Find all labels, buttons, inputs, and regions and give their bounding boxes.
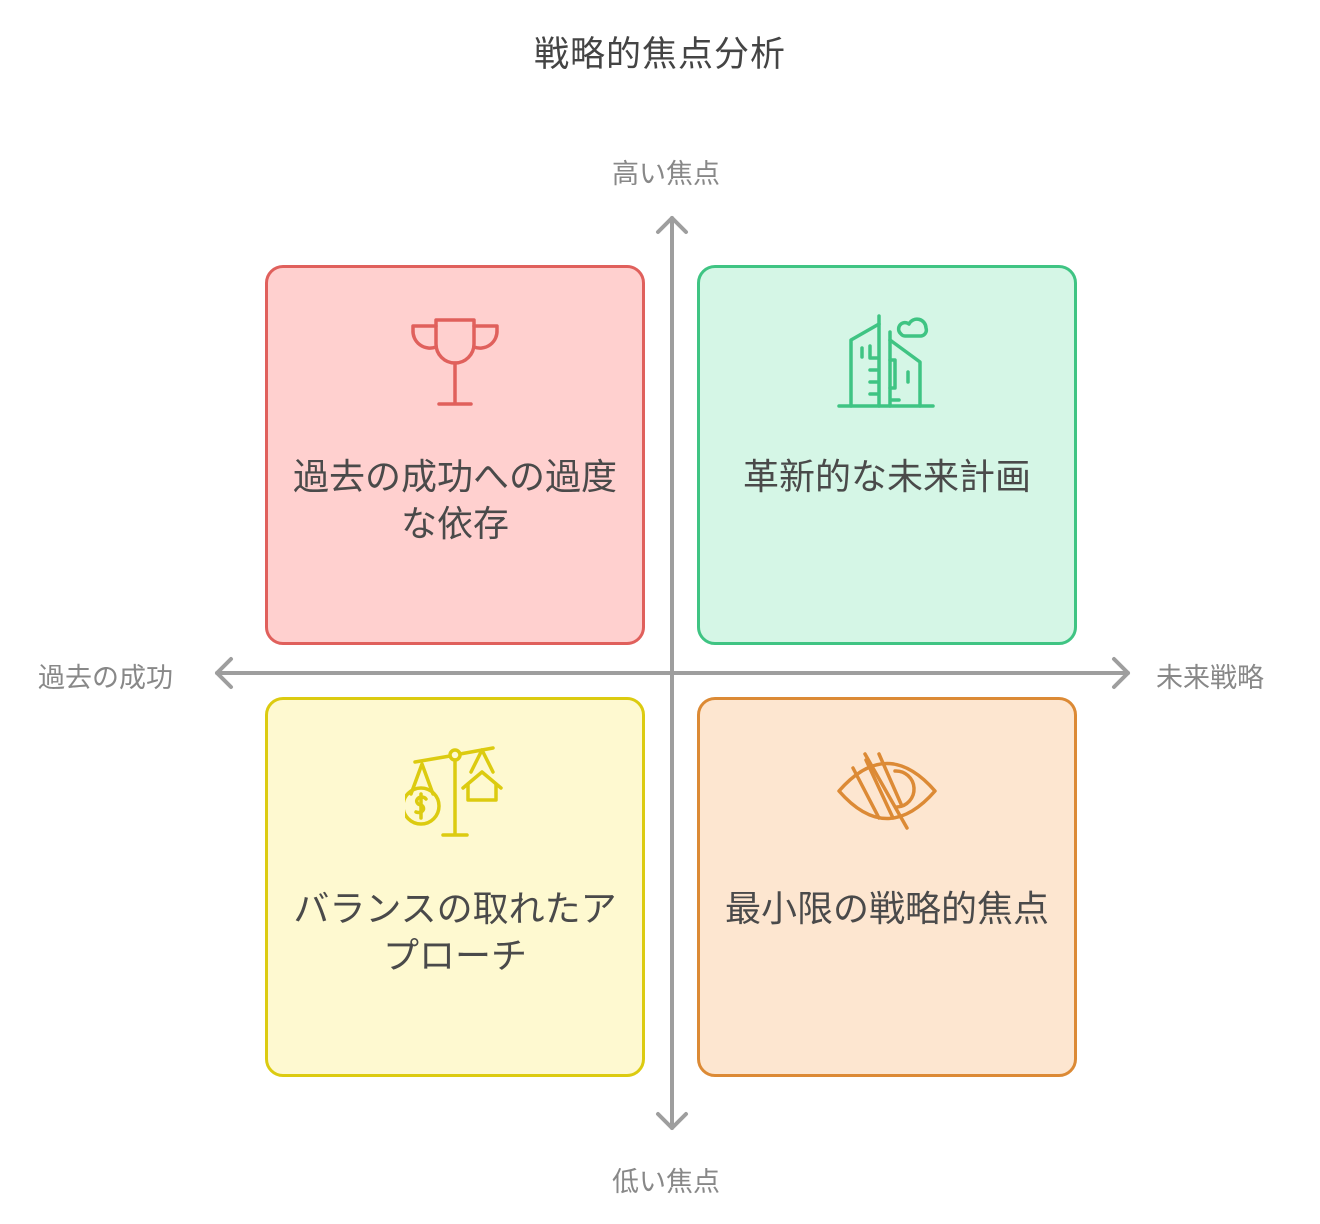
axis-label-left: 過去の成功	[38, 663, 173, 694]
balance-scale-icon	[405, 746, 503, 837]
axis-label-right: 未来戦略	[1156, 663, 1264, 694]
arrow-left-icon	[215, 657, 233, 689]
trophy-icon	[411, 318, 499, 406]
arrow-up-icon	[656, 216, 688, 234]
quadrant-bottom-right: 最小限の戦略的焦点	[697, 697, 1077, 1077]
quadrant-label: 過去の成功への過度な依存	[292, 457, 617, 545]
axis-label-bottom: 低い焦点	[612, 1167, 720, 1198]
arrow-right-icon	[1112, 657, 1130, 689]
quadrant-bottom-left: バランスの取れたアプローチ	[265, 697, 645, 1077]
quadrant-top-right: 革新的な未来計画	[697, 265, 1077, 645]
city-buildings-icon	[837, 314, 935, 408]
arrow-down-icon	[656, 1112, 688, 1130]
eye-off-icon	[837, 752, 937, 830]
quadrant-label: 最小限の戦略的焦点	[724, 889, 1049, 930]
quadrant-top-left: 過去の成功への過度な依存	[265, 265, 645, 645]
diagram-title: 戦略的焦点分析	[533, 35, 786, 75]
quadrant-label: バランスの取れたアプローチ	[293, 889, 617, 977]
quadrant-label: 革新的な未来計画	[742, 457, 1031, 498]
axis-label-top: 高い焦点	[612, 159, 720, 190]
